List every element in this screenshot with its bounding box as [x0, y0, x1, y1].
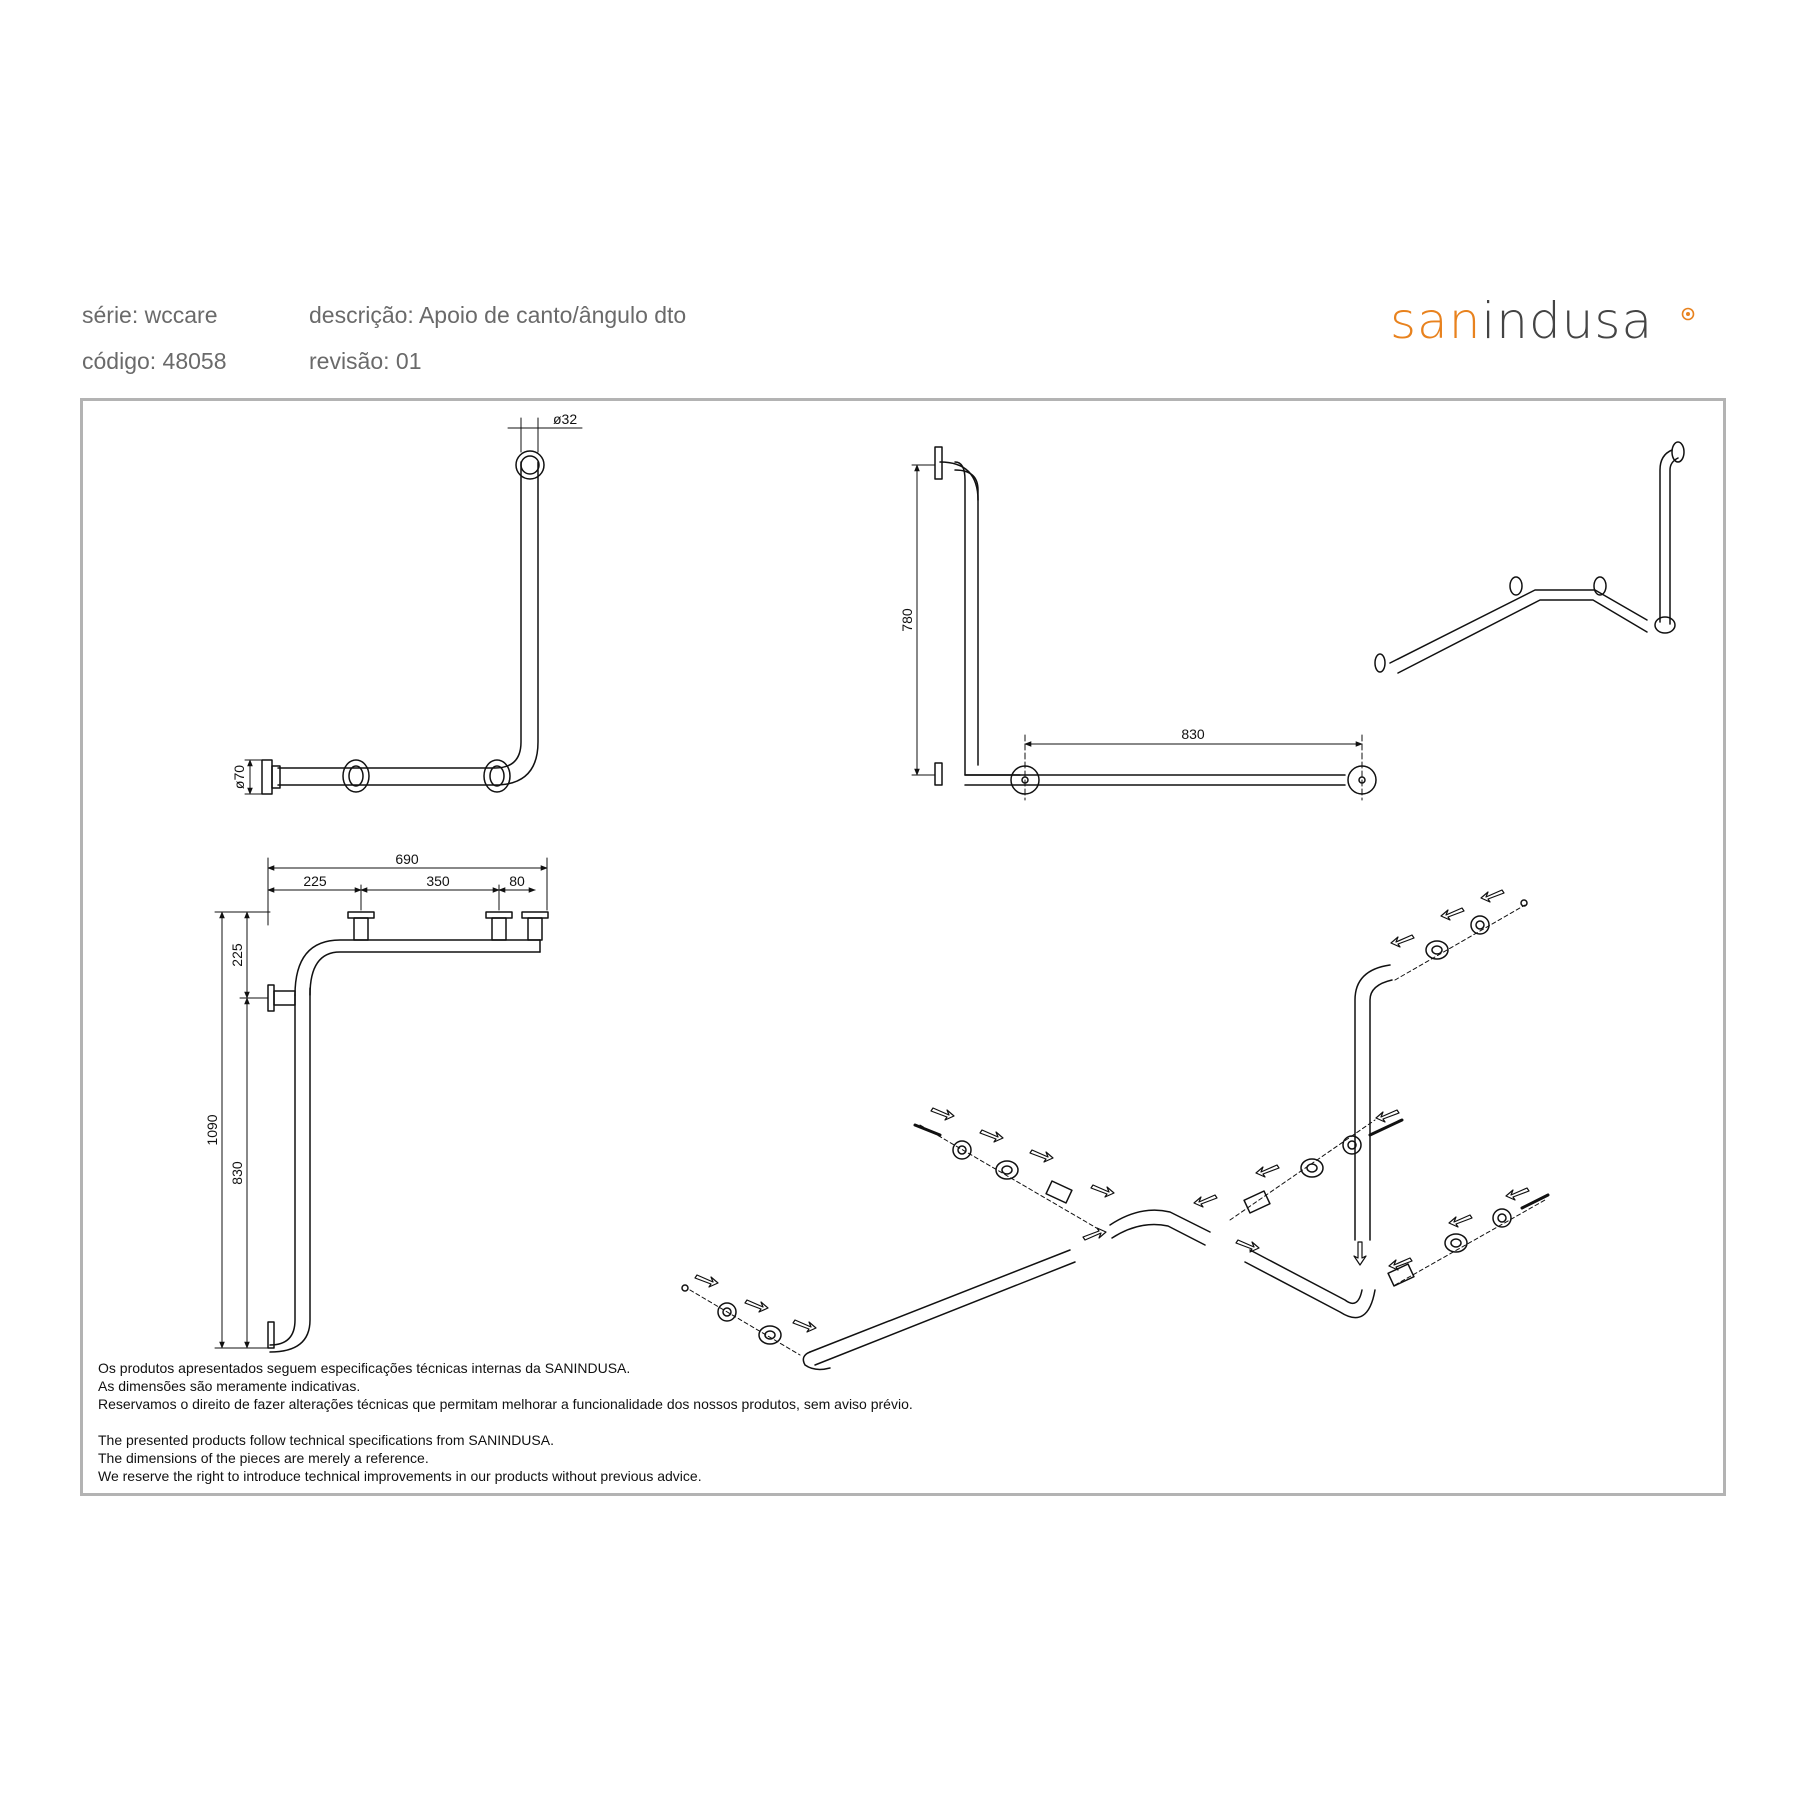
logo-text-main: indusa	[1481, 292, 1654, 350]
dim-top-seg1: 225	[303, 873, 327, 889]
code-label: código: 48058	[82, 348, 227, 374]
top-bottom-flange	[267, 1321, 275, 1349]
note-pt-1: Os produtos apresentados seguem especifi…	[98, 1360, 631, 1376]
description-label: descrição: Apoio de canto/ângulo dto	[309, 302, 687, 328]
top-flange-2-neck	[491, 917, 507, 941]
logo-text-accent: san	[1390, 292, 1482, 350]
front-view	[244, 417, 583, 795]
dim-side-width: 830	[1181, 726, 1205, 742]
iso-vertical-bar	[1659, 449, 1679, 625]
exploded-fixing-left	[681, 1284, 782, 1345]
exploded-fixing-top-right	[1425, 899, 1528, 960]
iso-left-flange	[1374, 653, 1386, 673]
top-view	[214, 857, 549, 1353]
top-flange-3	[521, 911, 549, 919]
front-tube-outer	[277, 461, 522, 769]
exploded-right-tube	[1244, 1249, 1376, 1319]
dim-side-height: 780	[899, 608, 915, 632]
exploded-fixing-center-right	[1243, 1118, 1404, 1214]
note-pt-3: Reservamos o direito de fazer alterações…	[98, 1396, 913, 1412]
dim-top-length-inner: 830	[229, 1161, 245, 1185]
front-tube-inner	[277, 461, 539, 786]
side-tube-inner	[954, 469, 979, 766]
exploded-arrows	[694, 889, 1530, 1333]
iso-mid-flange-2	[1593, 576, 1607, 596]
front-left-flange-neck	[271, 765, 281, 789]
iso-lower-bar	[1389, 589, 1648, 674]
brand-logo: sanindusa	[1390, 292, 1653, 350]
iso-top-flange	[1671, 441, 1685, 463]
dim-top-total: 690	[395, 851, 419, 867]
iso-view	[1374, 441, 1685, 674]
dim-top-seg3: 80	[509, 873, 525, 889]
side-top-bend	[939, 461, 979, 501]
revision-label: revisão: 01	[309, 348, 422, 374]
dim-front-flange: ø70	[231, 765, 247, 789]
top-flange-3-neck	[527, 917, 543, 941]
top-side-flange	[267, 984, 275, 1012]
drawing-frame	[80, 398, 1726, 1496]
exploded-center-bend	[1109, 1209, 1211, 1246]
iso-bend	[1654, 616, 1676, 634]
disclaimer-notes: Os produtos apresentados seguem especifi…	[98, 1359, 913, 1485]
dim-front-diameter: ø32	[553, 411, 577, 427]
exploded-fixing-center-left	[913, 1123, 1073, 1204]
side-bottom-flange	[934, 762, 943, 786]
exploded-fixing-bottom-right	[1387, 1193, 1550, 1287]
side-top-flange	[934, 446, 943, 480]
exploded-long-tube	[809, 1249, 1076, 1366]
iso-mid-flange-1	[1509, 576, 1523, 596]
dim-top-length-total: 1090	[204, 1114, 220, 1145]
dim-top-seg2: 350	[426, 873, 450, 889]
note-en-1: The presented products follow technical …	[98, 1432, 554, 1448]
exploded-view	[681, 889, 1550, 1371]
top-upper-outer	[294, 939, 541, 996]
series-label: série: wccare	[82, 302, 218, 328]
front-top-flange-inner	[520, 455, 540, 475]
front-top-flange	[515, 450, 545, 480]
note-en-2: The dimensions of the pieces are merely …	[98, 1450, 429, 1466]
exploded-vertical-tube	[1354, 964, 1393, 1241]
dim-top-depth: 225	[229, 943, 245, 967]
front-mid-flange-1	[342, 759, 370, 793]
top-side-flange-neck	[273, 990, 296, 1006]
top-upper-inner	[309, 951, 541, 996]
top-flange-2	[485, 911, 513, 919]
logo-mark-icon	[1681, 307, 1695, 321]
note-pt-2: As dimensões são meramente indicativas.	[98, 1378, 361, 1394]
top-tube-inner	[269, 987, 311, 1353]
top-flange-1-neck	[353, 917, 369, 941]
front-mid-flange-1-inner	[348, 765, 364, 787]
side-tube-outer	[954, 461, 1021, 776]
note-en-3: We reserve the right to introduce techni…	[98, 1468, 702, 1484]
top-tube-outer	[269, 994, 296, 1346]
side-view	[911, 446, 1377, 801]
top-flange-1	[347, 911, 375, 919]
front-mid-flange-2	[483, 759, 511, 793]
front-left-flange	[261, 759, 273, 795]
front-mid-flange-2-inner	[489, 765, 505, 787]
exploded-long-tube-end	[802, 1351, 831, 1371]
